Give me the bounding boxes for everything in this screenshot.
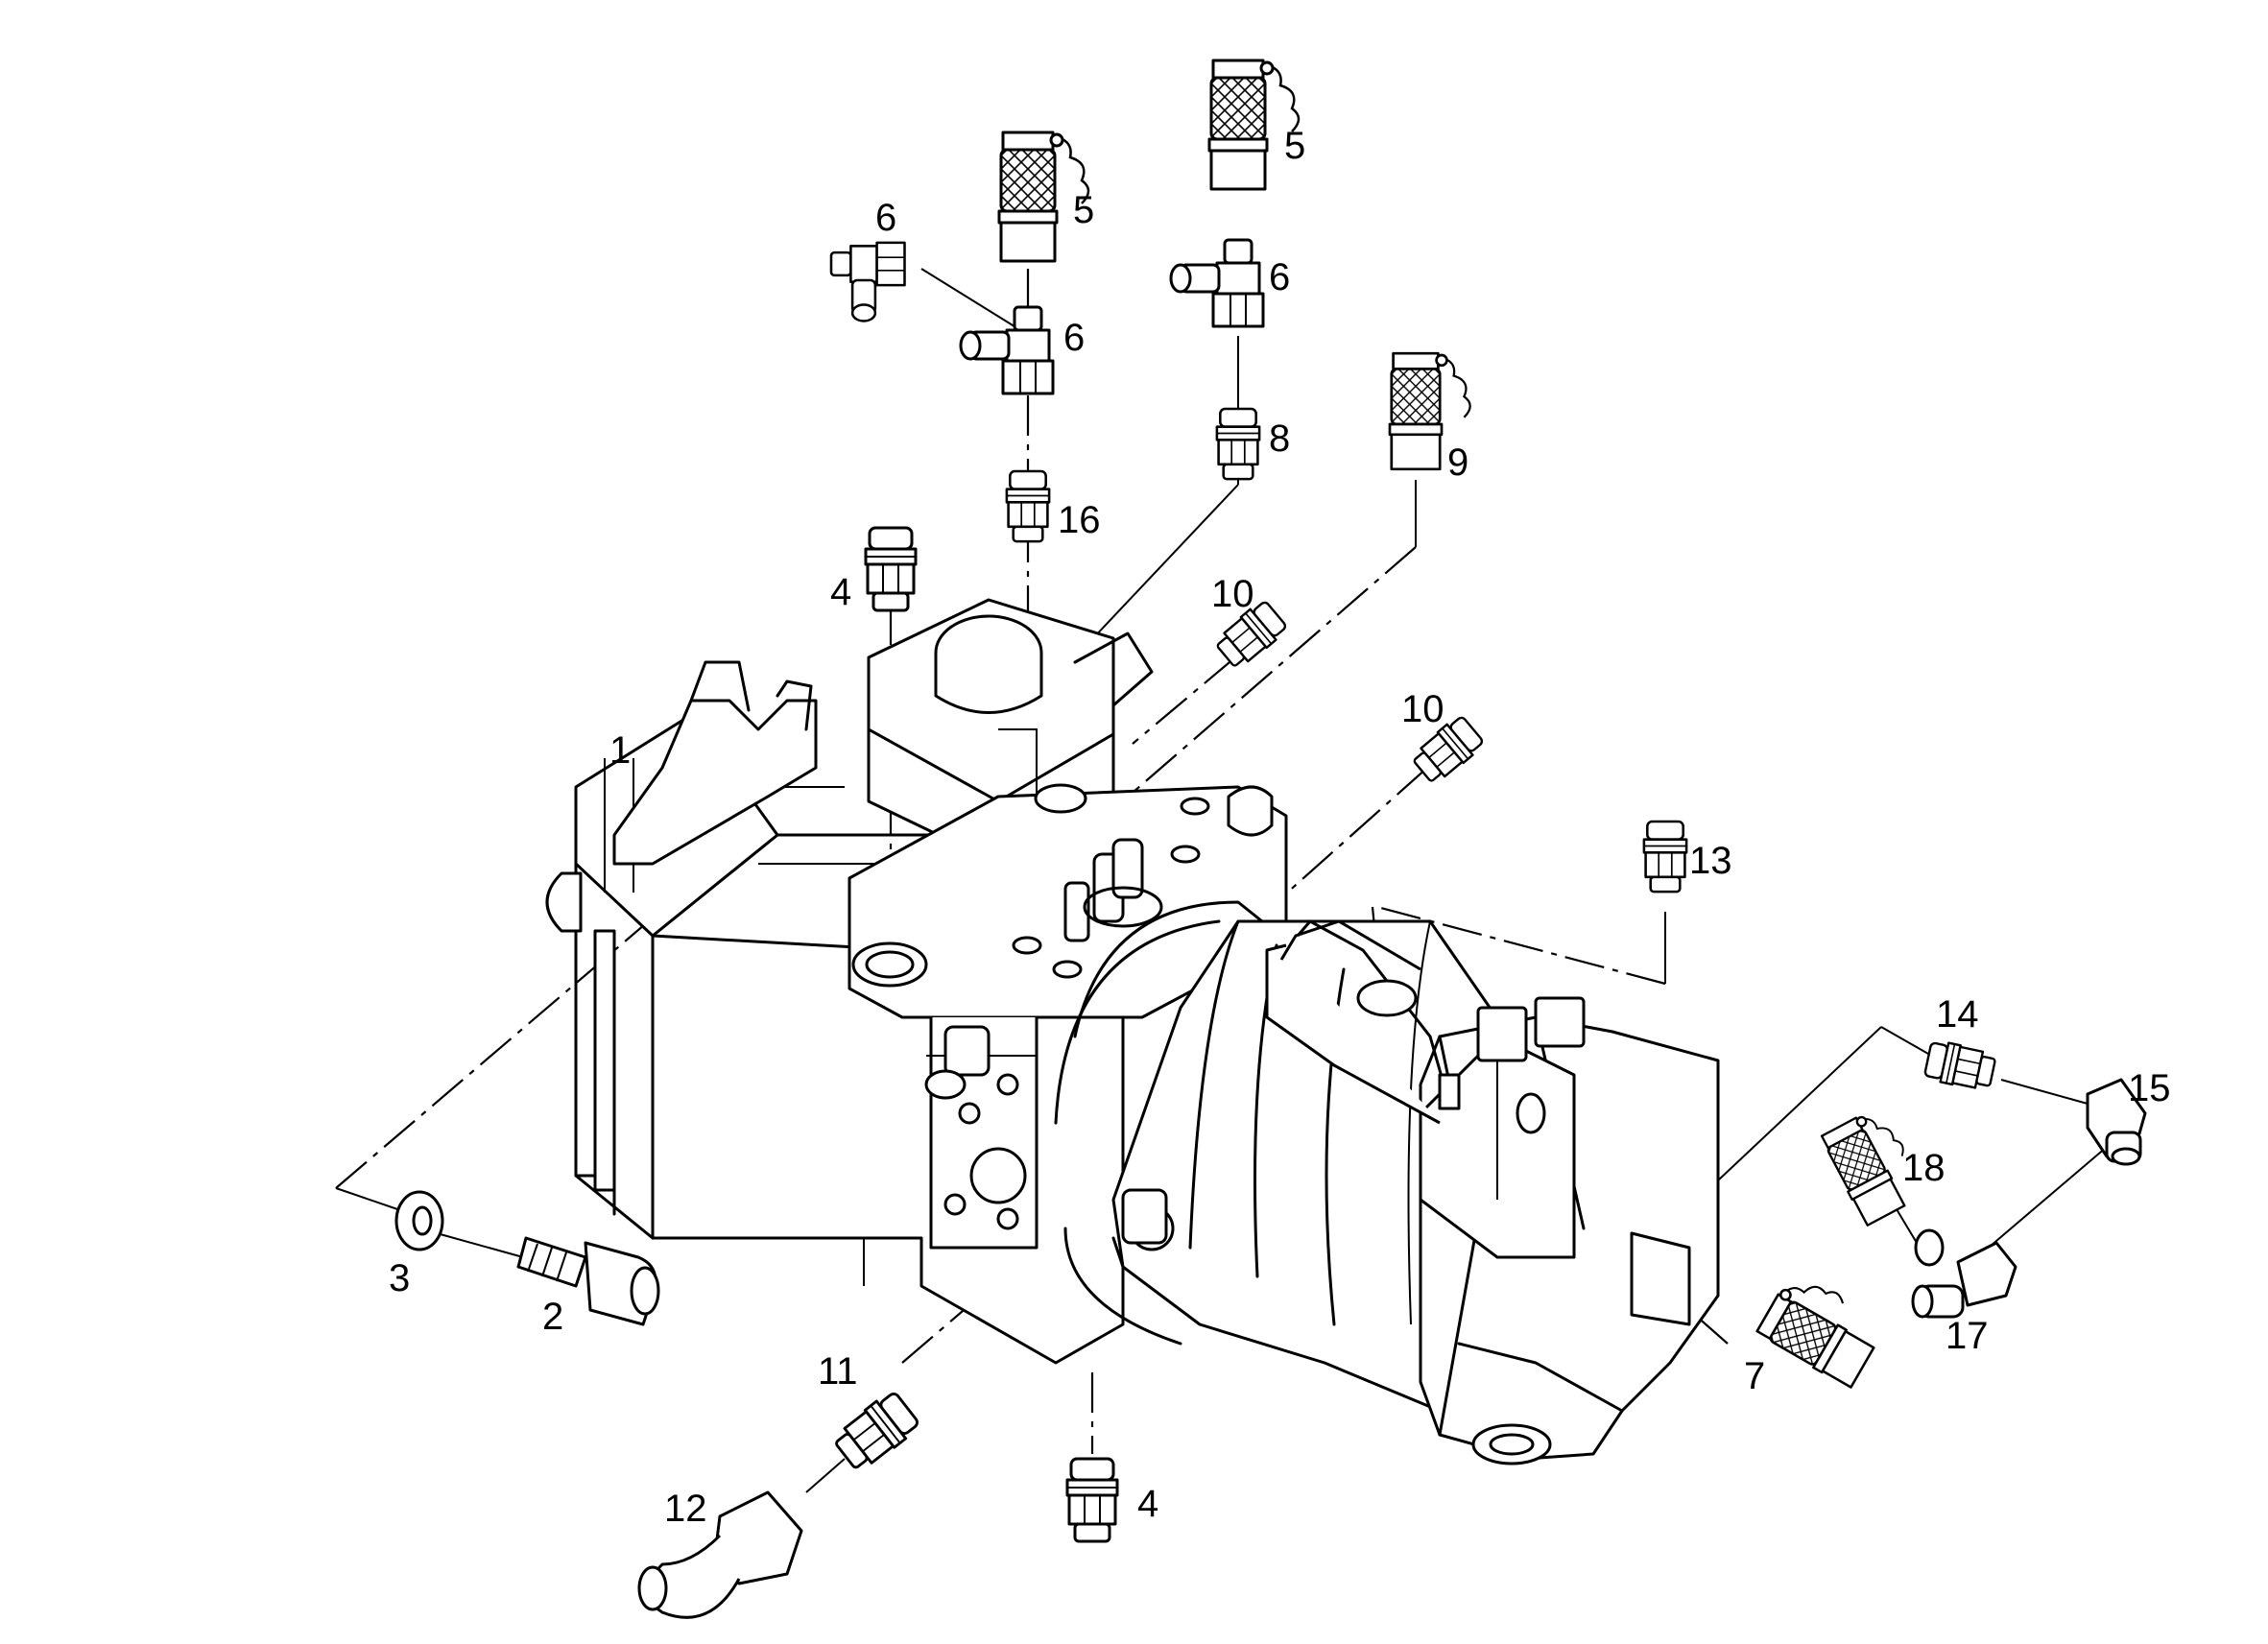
callout-10-right: 10 [1401, 688, 1444, 730]
callout-5-left: 5 [1073, 189, 1094, 231]
callout-6-center: 6 [1063, 317, 1085, 359]
callout-5-right: 5 [1284, 125, 1305, 167]
callout-6-left: 6 [875, 197, 896, 239]
elbow-15 [2086, 1078, 2147, 1166]
callout-10-left: 10 [1211, 573, 1254, 615]
callout-14: 14 [1936, 993, 1979, 1036]
callout-9: 9 [1447, 441, 1468, 484]
fitting-11 [828, 1387, 923, 1476]
callout-8: 8 [1269, 417, 1290, 460]
callout-11: 11 [818, 1350, 858, 1393]
motor-body [1054, 900, 1720, 1465]
tee-6-left [829, 241, 906, 322]
callout-4-top: 4 [830, 571, 851, 613]
fitting-4-top [864, 526, 918, 612]
fitting-8 [1215, 407, 1261, 481]
test-coupling-7 [1754, 1267, 1890, 1391]
screw-2 [516, 1236, 660, 1326]
callout-4-bottom: 4 [1137, 1483, 1158, 1525]
tee-6-center [959, 305, 1055, 395]
fitting-4-bottom [1065, 1457, 1119, 1543]
callout-3: 3 [389, 1257, 410, 1299]
manifold-block [848, 783, 1288, 1250]
elbow-12 [637, 1490, 803, 1619]
callout-13: 13 [1689, 840, 1732, 882]
callout-labels: 1 2 3 4 4 5 5 6 6 6 7 8 9 10 10 11 12 13… [389, 125, 2171, 1530]
callout-6-right: 6 [1269, 256, 1290, 298]
callout-1: 1 [609, 729, 631, 772]
callout-17: 17 [1946, 1315, 1989, 1357]
callout-16: 16 [1058, 499, 1101, 541]
callout-12: 12 [664, 1488, 707, 1530]
elbow-17 [1911, 1228, 2017, 1319]
fitting-14 [1922, 1037, 1998, 1094]
fitting-16 [1005, 469, 1051, 543]
callout-15: 15 [2128, 1067, 2171, 1109]
washer-3 [394, 1190, 444, 1251]
callout-18: 18 [1902, 1147, 1946, 1189]
callout-2: 2 [542, 1296, 563, 1338]
fitting-13 [1642, 820, 1688, 893]
callout-7: 7 [1744, 1355, 1765, 1397]
tee-6-right [1169, 238, 1265, 328]
